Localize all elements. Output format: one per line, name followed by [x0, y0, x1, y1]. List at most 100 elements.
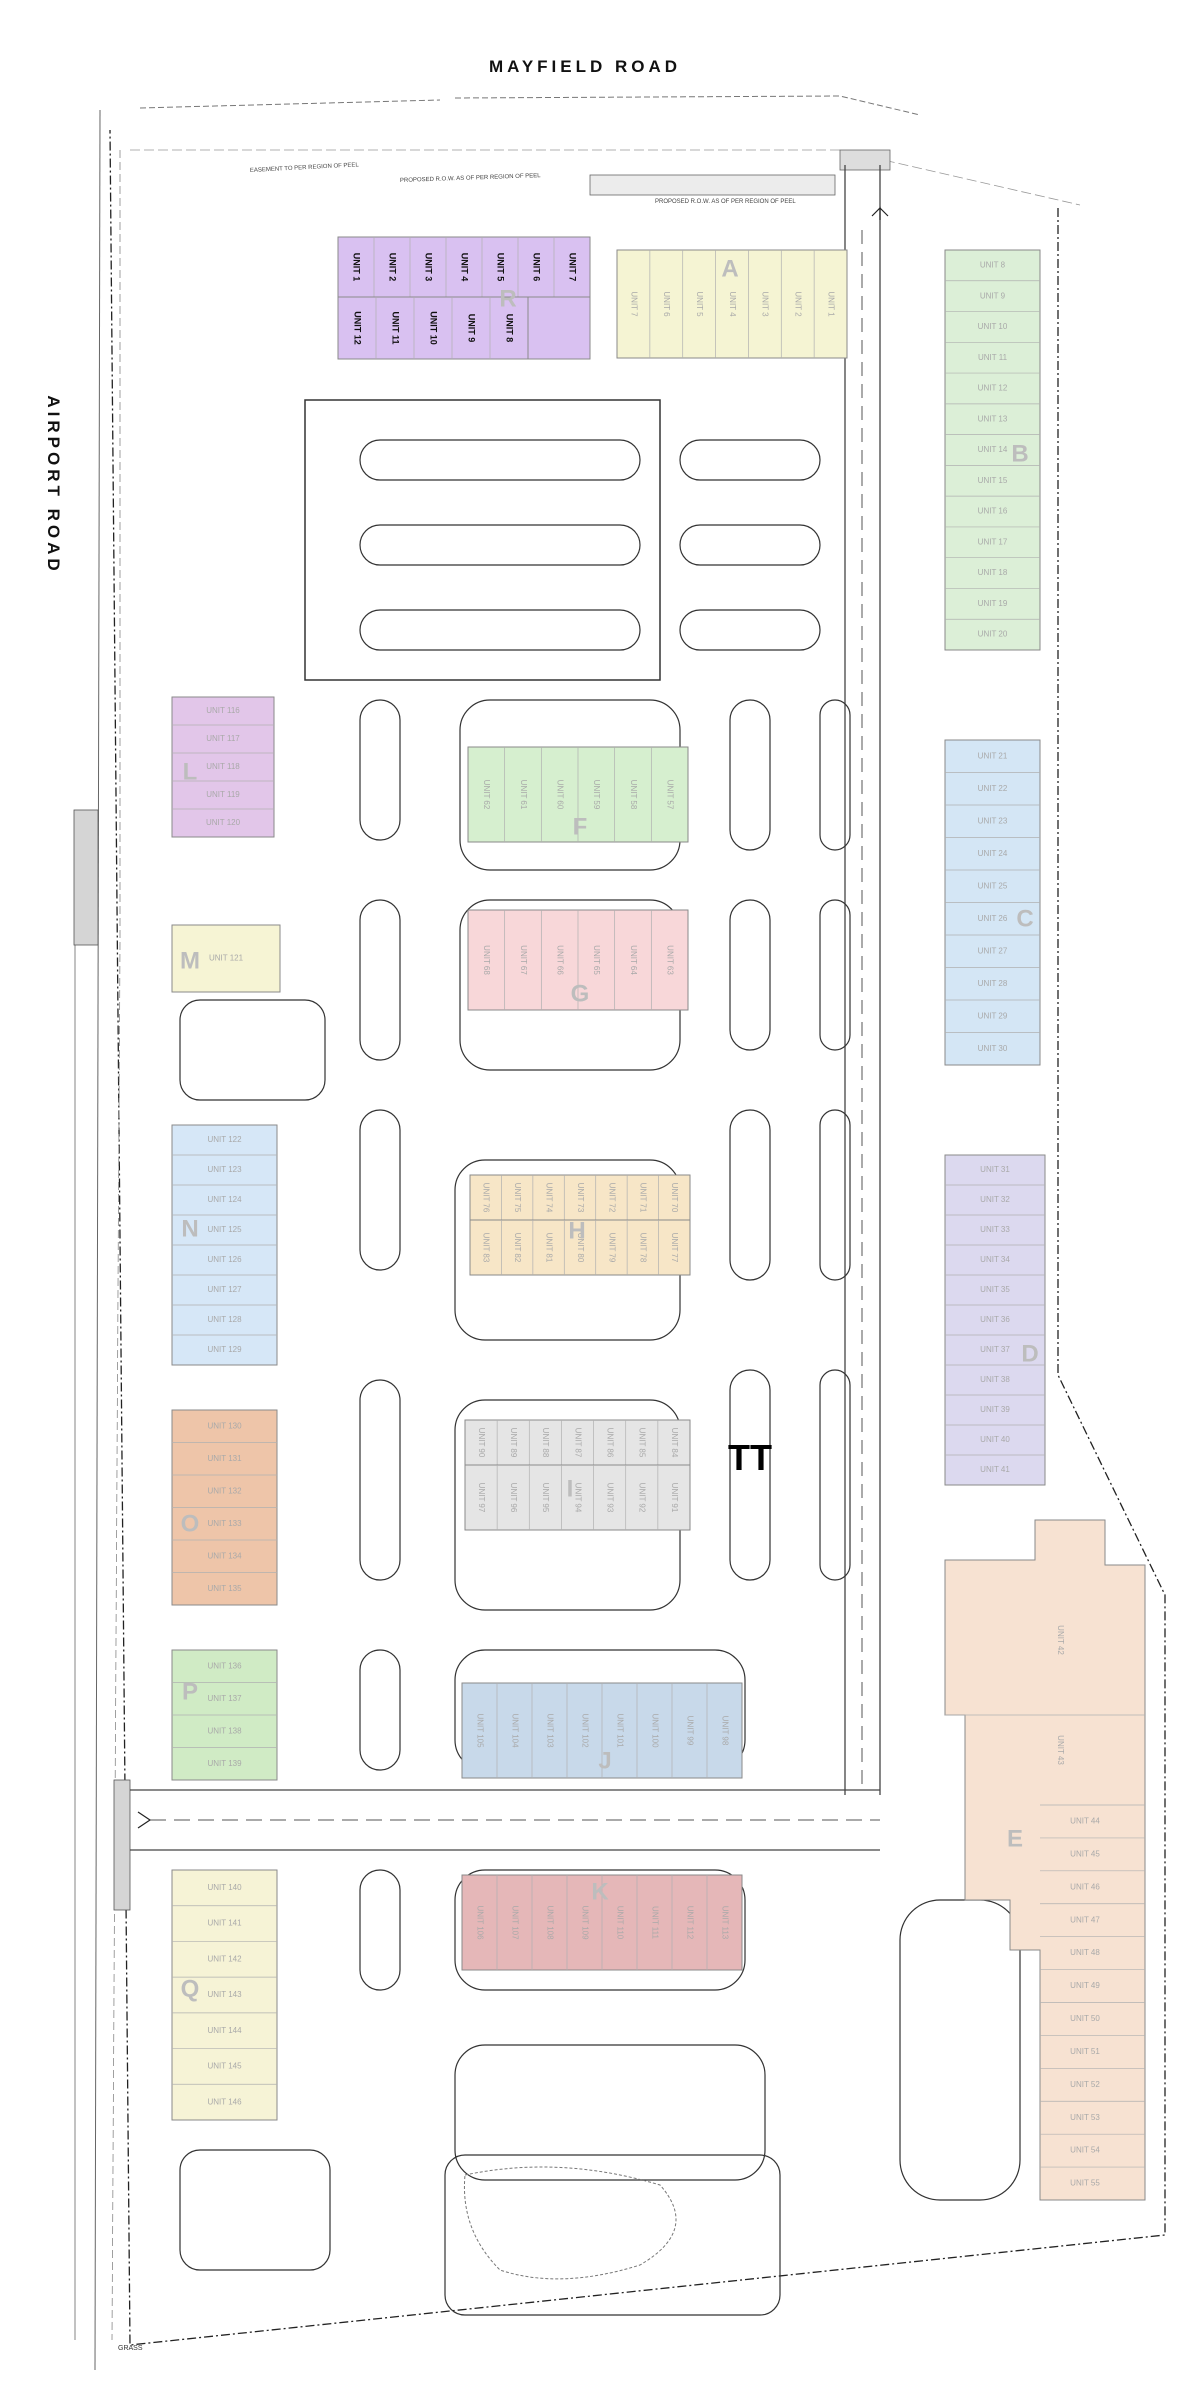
- unit-label: UNIT 27: [978, 946, 1008, 955]
- building-letter: M: [180, 947, 200, 974]
- building-letter: H: [568, 1217, 585, 1244]
- unit-label: UNIT 39: [980, 1405, 1010, 1414]
- unit-label: UNIT 118: [206, 762, 240, 771]
- unit-label: UNIT 83: [482, 1233, 491, 1263]
- building-q-outline: [171, 1869, 278, 2121]
- unit-label: UNIT 8: [505, 314, 515, 343]
- unit-label: UNIT 3: [761, 291, 770, 317]
- building-r-outline: [337, 236, 591, 298]
- unit-label: UNIT 135: [207, 1584, 242, 1593]
- building-letter: K: [591, 1878, 609, 1905]
- unit-label: UNIT 136: [207, 1661, 242, 1670]
- unit-label: UNIT 117: [206, 734, 240, 743]
- unit-label: UNIT 65: [592, 945, 601, 975]
- unit-label: UNIT 46: [1070, 1882, 1100, 1891]
- unit-label: UNIT 94: [573, 1483, 582, 1513]
- unit-label: UNIT 80: [576, 1233, 585, 1263]
- unit-label: UNIT 95: [541, 1483, 550, 1513]
- unit-label: UNIT 98: [720, 1716, 729, 1746]
- unit-label: UNIT 146: [207, 2097, 242, 2106]
- west-entrance-island-north: [73, 809, 99, 946]
- unit-label: UNIT 74: [544, 1183, 553, 1213]
- unit-label: UNIT 132: [207, 1486, 242, 1495]
- unit-label: UNIT 131: [207, 1454, 242, 1463]
- unit-label: UNIT 105: [475, 1713, 484, 1748]
- unit-label: UNIT 15: [978, 476, 1008, 485]
- unit-label: UNIT 77: [670, 1233, 679, 1263]
- unit-label: UNIT 6: [662, 291, 671, 317]
- unit-label: UNIT 2: [794, 291, 803, 317]
- arrow-north-icon: [871, 206, 889, 220]
- unit-label: UNIT 104: [510, 1713, 519, 1748]
- building-h-outline: [469, 1219, 691, 1276]
- unit-label: UNIT 63: [666, 945, 675, 975]
- unit-label: UNIT 75: [513, 1183, 522, 1213]
- north-entrance-drive: [844, 165, 881, 1795]
- unit-label: UNIT 6: [532, 253, 542, 282]
- unit-label: UNIT 107: [510, 1905, 519, 1940]
- unit-label: UNIT 93: [606, 1483, 615, 1513]
- unit-label: UNIT 62: [482, 780, 491, 810]
- unit-label: UNIT 141: [207, 1919, 242, 1928]
- unit-label: UNIT 23: [978, 816, 1008, 825]
- building-e-outline: [944, 1519, 1146, 2201]
- unit-label: UNIT 11: [391, 311, 401, 344]
- unit-label: UNIT 53: [1070, 2113, 1100, 2122]
- amenity-path: [463, 2166, 677, 2280]
- unit-label: UNIT 10: [429, 311, 439, 345]
- center-label: TT: [728, 1437, 772, 1478]
- building-letter: N: [181, 1215, 198, 1242]
- north-lot: [304, 399, 661, 681]
- unit-label: UNIT 125: [207, 1225, 242, 1234]
- building-letter: A: [721, 255, 738, 282]
- unit-label: UNIT 41: [980, 1465, 1010, 1474]
- unit-label: UNIT 45: [1070, 1849, 1100, 1858]
- unit-label: UNIT 3: [424, 253, 434, 282]
- building-a-outline: [616, 249, 848, 359]
- unit-label: UNIT 137: [207, 1694, 242, 1703]
- unit-label: UNIT 110: [615, 1906, 624, 1940]
- unit-label: UNIT 101: [615, 1713, 624, 1748]
- note-row-2: PROPOSED R.O.W. AS OF PER REGION OF PEEL: [655, 199, 796, 205]
- unit-label: UNIT 13: [978, 414, 1008, 423]
- unit-label: UNIT 22: [978, 784, 1008, 793]
- unit-label: UNIT 54: [1070, 2146, 1100, 2155]
- unit-label: UNIT 25: [978, 881, 1008, 890]
- unit-label: UNIT 31: [980, 1165, 1010, 1174]
- unit-label: UNIT 92: [638, 1483, 647, 1513]
- arrow-west-icon: [137, 1811, 152, 1829]
- unit-label: UNIT 112: [685, 1906, 694, 1940]
- road-label-north: MAYFIELD ROAD: [489, 57, 681, 76]
- note-easement: EASEMENT TO PER REGION OF PEEL: [250, 162, 360, 174]
- unit-label: UNIT 49: [1070, 1981, 1100, 1990]
- unit-label: UNIT 88: [541, 1428, 550, 1458]
- entrance-island: [839, 149, 891, 171]
- unit-label: UNIT 18: [978, 568, 1008, 577]
- building-letter: L: [183, 758, 198, 785]
- unit-label: UNIT 100: [650, 1713, 659, 1748]
- unit-label: UNIT 68: [482, 945, 491, 975]
- unit-label: UNIT 96: [509, 1483, 518, 1513]
